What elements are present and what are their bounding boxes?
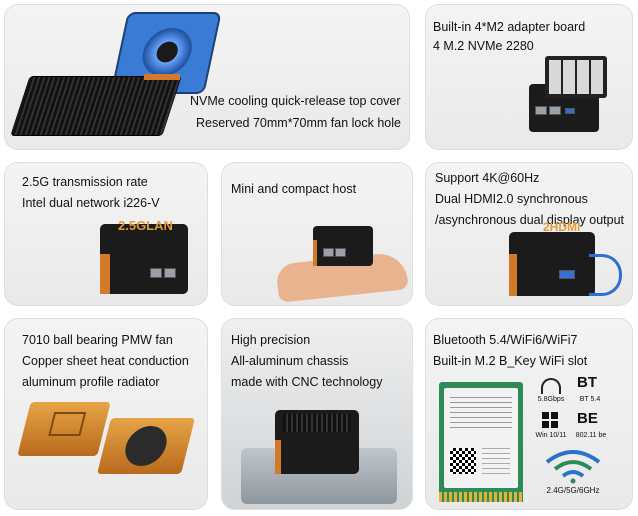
bt-version: BT 5.4 — [579, 396, 601, 403]
radiator-image-2 — [97, 418, 195, 474]
display-badge: 2HDMI — [543, 220, 581, 234]
card-fan: 7010 ball bearing PMW fan Copper sheet h… — [4, 318, 208, 510]
card-compact: Mini and compact host — [221, 162, 413, 306]
chassis-line-1: High precision — [231, 333, 311, 347]
heatsink-image — [10, 76, 182, 136]
windows-icon — [542, 412, 558, 428]
radiator-image-1 — [17, 402, 111, 456]
fan-line-1: 7010 ball bearing PMW fan — [22, 333, 173, 347]
network-line-1: 2.5G transmission rate — [22, 175, 148, 189]
card-network: 2.5G transmission rate Intel dual networ… — [4, 162, 208, 306]
network-host-image — [100, 224, 188, 294]
network-text: 2.5G transmission rate Intel dual networ… — [22, 172, 160, 214]
card-wifi: Bluetooth 5.4/WiFi6/WiFi7 Built-in M.2 B… — [425, 318, 633, 510]
compact-line-1: Mini and compact host — [231, 182, 357, 196]
chassis-line-2: All-aluminum chassis — [231, 354, 349, 368]
compact-host-image — [313, 226, 373, 266]
compact-text: Mini and compact host — [231, 180, 356, 199]
cooling-line-1: NVMe cooling quick-release top cover — [190, 94, 401, 108]
display-line-3: /asynchronous dual display output — [435, 213, 625, 227]
card-cooling: NVMe cooling quick-release top cover Res… — [4, 4, 410, 150]
network-badge: 2.5GLAN — [118, 218, 173, 233]
card-m2: Built-in 4*M2 adapter board 4 M.2 NVMe 2… — [425, 4, 633, 150]
be-logo: BE — [577, 410, 598, 427]
heatsink-accent — [144, 74, 180, 80]
wifi-bands: 2.4G/5G/6GHz — [546, 486, 600, 495]
fan-text: 7010 ball bearing PMW fan Copper sheet h… — [22, 330, 189, 393]
display-host-image — [509, 232, 595, 296]
card-display: Support 4K@60Hz Dual HDMI2.0 synchronous… — [425, 162, 633, 306]
cooling-line-2: Reserved 70mm*70mm fan lock hole — [196, 116, 401, 130]
be-standard: 802.11 be — [575, 432, 607, 439]
speed-label: 5.8Gbps — [537, 396, 565, 403]
m2-line-1: Built-in 4*M2 adapter board — [433, 20, 586, 34]
wifi-signal-icon — [545, 450, 601, 484]
m2-modules-image — [545, 56, 607, 98]
fan-line-3: aluminum profile radiator — [22, 375, 160, 389]
wifi-line-1: Bluetooth 5.4/WiFi6/WiFi7 — [433, 333, 578, 347]
chassis-host-image — [275, 410, 359, 474]
hdmi-cable-image — [589, 254, 622, 296]
m2-text: Built-in 4*M2 adapter board 4 M.2 NVMe 2… — [433, 18, 585, 56]
network-line-2: Intel dual network i226-V — [22, 196, 160, 210]
m2-line-2: 4 M.2 NVMe 2280 — [433, 39, 534, 53]
wifi-text: Bluetooth 5.4/WiFi6/WiFi7 Built-in M.2 B… — [433, 330, 587, 372]
wifi-module-image — [439, 382, 523, 502]
card-chassis: High precision All-aluminum chassis made… — [221, 318, 413, 510]
chassis-line-3: made with CNC technology — [231, 375, 383, 389]
bt-logo: BT — [577, 374, 597, 391]
chassis-text: High precision All-aluminum chassis made… — [231, 330, 382, 393]
display-line-1: Support 4K@60Hz — [435, 171, 540, 185]
wifi-line-2: Built-in M.2 B_Key WiFi slot — [433, 354, 588, 368]
qr-code-icon — [450, 448, 476, 474]
speed-icon — [541, 378, 561, 394]
display-line-2: Dual HDMI2.0 synchronous — [435, 192, 588, 206]
fan-line-2: Copper sheet heat conduction — [22, 354, 189, 368]
win-label: Win 10/11 — [535, 432, 567, 439]
cooling-text: NVMe cooling quick-release top cover Res… — [190, 90, 401, 134]
display-text: Support 4K@60Hz Dual HDMI2.0 synchronous… — [435, 168, 624, 231]
